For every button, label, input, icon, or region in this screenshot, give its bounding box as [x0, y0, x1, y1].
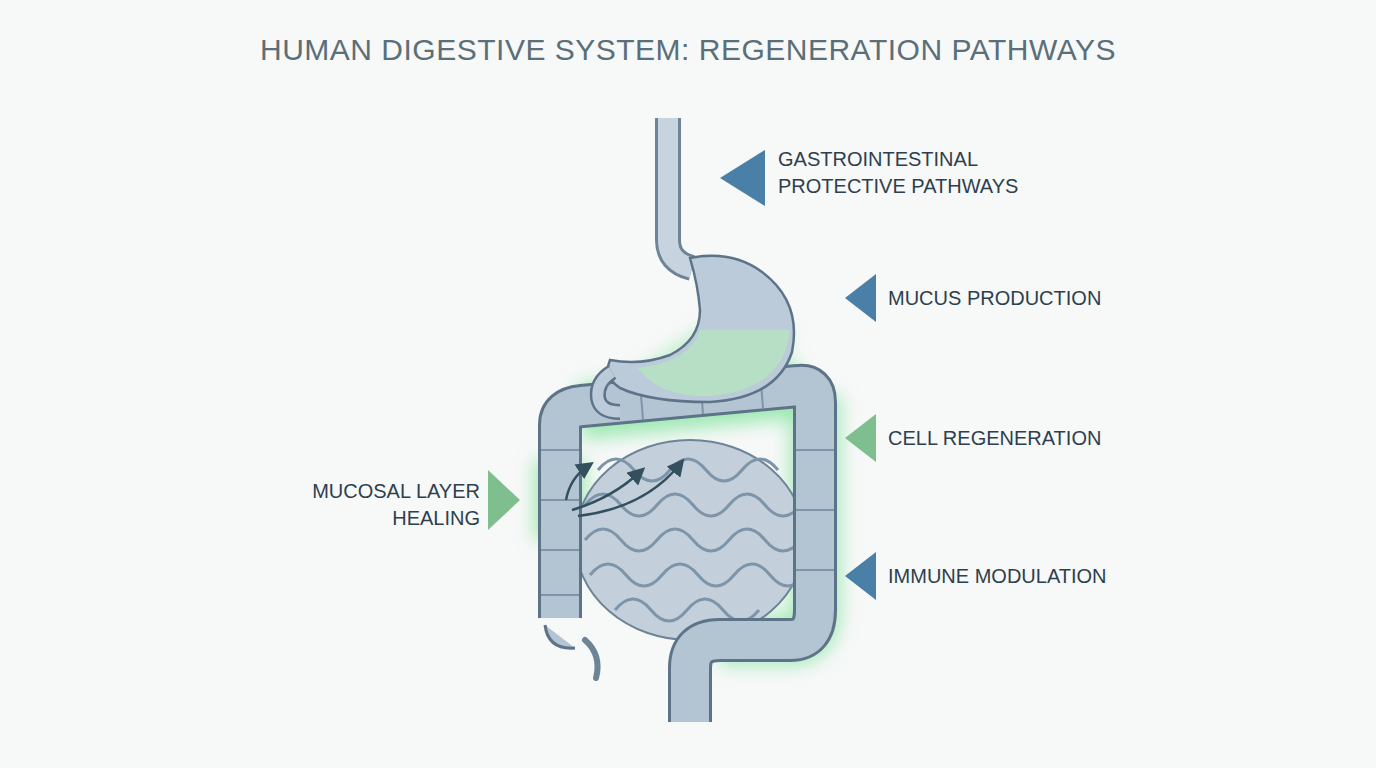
haustra-line [541, 549, 579, 551]
pointer-triangle [845, 274, 876, 322]
stomach-contents [638, 330, 790, 396]
appendix [585, 640, 598, 678]
curved-arrow [578, 464, 680, 516]
duodenum [598, 372, 620, 412]
pointer-triangle [720, 150, 765, 206]
esophagus [668, 118, 692, 268]
stomach [608, 256, 794, 402]
callout-label: CELL REGENERATION [888, 425, 1208, 452]
haustra-line [796, 509, 834, 511]
colon-outline [560, 386, 815, 722]
callout-label: IMMUNE MODULATION [888, 563, 1208, 590]
colon [560, 386, 815, 722]
curved-arrow [572, 472, 640, 510]
esophagus-outline [668, 118, 692, 268]
pointer-triangle [845, 414, 876, 462]
curved-arrow [566, 466, 588, 500]
callout-label: MUCOSAL LAYER HEALING [280, 478, 480, 532]
healing-arrows [566, 464, 680, 516]
pointer-triangle [488, 470, 520, 530]
intestine-coil [598, 459, 778, 481]
small-intestine-coils [585, 459, 806, 621]
callout-label: GASTROINTESTINAL PROTECTIVE PATHWAYS [778, 146, 1068, 200]
callout-label: MUCUS PRODUCTION [888, 285, 1208, 312]
cecum [545, 625, 575, 648]
intestine-coil [590, 564, 806, 586]
duodenum-outline [598, 372, 620, 412]
haustra-line [796, 449, 834, 451]
intestine-coil [615, 599, 759, 621]
intestine-coil [585, 494, 801, 516]
small-intestine-bed [575, 440, 805, 640]
haustra-line [541, 449, 579, 451]
diagram-title: HUMAN DIGESTIVE SYSTEM: REGENERATION PAT… [0, 33, 1376, 67]
colon-haustra [541, 370, 834, 595]
pointer-triangle [845, 552, 876, 600]
intestine-coil [585, 529, 801, 551]
haustra-line [796, 569, 834, 571]
haustra-line [541, 594, 579, 596]
haustra-line [541, 499, 579, 501]
